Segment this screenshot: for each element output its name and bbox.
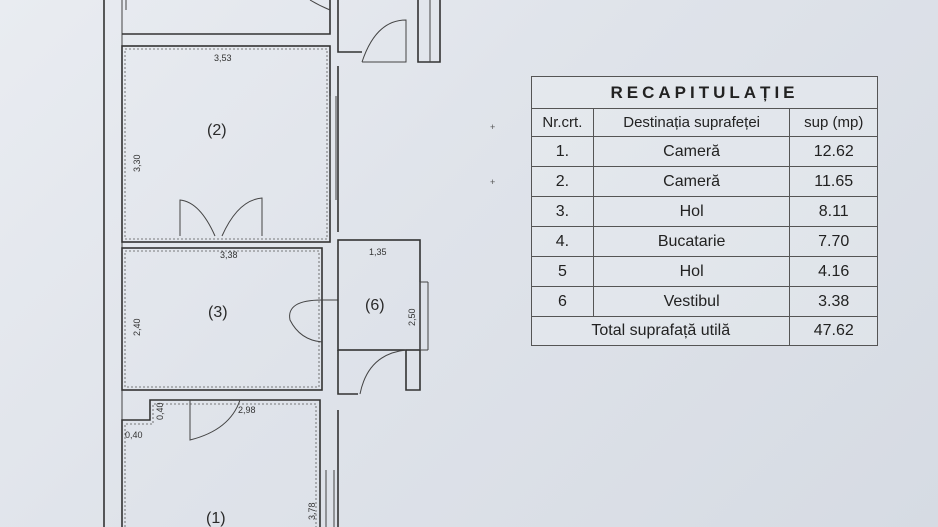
dimension-label: 2,40 xyxy=(132,318,142,336)
row-nr: 5 xyxy=(531,256,594,287)
dimension-label: 3,30 xyxy=(132,154,142,172)
room-label-1: (1) xyxy=(206,510,226,527)
row-destination: Hol xyxy=(592,196,791,227)
dimension-label: 0,40 xyxy=(125,430,143,440)
row-area: 7.70 xyxy=(789,226,878,257)
row-nr: 3. xyxy=(531,196,594,227)
table-row: 2. Cameră 11.65 xyxy=(531,166,878,197)
room-1-inner xyxy=(124,403,317,527)
row-destination: Vestibul xyxy=(592,286,791,317)
top-room-door-arc xyxy=(309,0,331,11)
row-area: 12.62 xyxy=(789,136,878,167)
dimension-label: 3,53 xyxy=(214,53,232,63)
reference-mark: + xyxy=(490,122,495,132)
room-6-jamb xyxy=(405,350,421,391)
room-2-inner xyxy=(124,48,328,240)
row-area: 8.11 xyxy=(789,196,878,227)
total-label: Total suprafață utilă xyxy=(530,316,791,346)
row-nr: 4. xyxy=(531,226,594,257)
dimension-label: 1,35 xyxy=(369,247,387,257)
room-3-door-arc xyxy=(289,299,323,343)
dimension-label: 3,38 xyxy=(220,250,238,260)
header-nr: Nr.crt. xyxy=(531,108,594,137)
dimension-label: 0,40 xyxy=(155,402,165,420)
top-room-wall xyxy=(122,0,331,35)
row-area: 11.65 xyxy=(789,166,878,197)
dimension-label: 2,50 xyxy=(407,308,417,326)
room-3-inner xyxy=(124,250,320,388)
room-6-lower-wall xyxy=(337,350,358,395)
dimension-label: 2,98 xyxy=(238,405,256,415)
row-destination: Bucatarie xyxy=(592,226,791,257)
header-destination: Destinația suprafeței xyxy=(592,108,791,137)
entry-wall xyxy=(337,0,362,53)
room-2-door-right xyxy=(221,197,263,237)
row-nr: 1. xyxy=(531,136,594,167)
recapitulation-table: RECAPITULAȚIE Nr.crt. Destinația suprafe… xyxy=(530,76,878,346)
table-title: RECAPITULAȚIE xyxy=(531,76,878,109)
row-nr: 2. xyxy=(531,166,594,197)
total-value: 47.62 xyxy=(789,316,878,346)
room-label-2: (2) xyxy=(207,122,227,139)
row-destination: Hol xyxy=(592,256,791,287)
entry-door-arc xyxy=(361,19,407,63)
dimension-label: 3,78 xyxy=(307,502,317,520)
row-destination: Cameră xyxy=(592,166,791,197)
reference-mark: + xyxy=(490,177,495,187)
entry-frame xyxy=(417,0,441,63)
table-row: 5 Hol 4.16 xyxy=(531,256,878,287)
row-area: 4.16 xyxy=(789,256,878,287)
table-row: 1. Cameră 12.62 xyxy=(531,136,878,167)
total-row: Total suprafață utilă 47.62 xyxy=(530,316,878,346)
room-2-door-left xyxy=(179,199,216,237)
room-label-6: (6) xyxy=(365,297,385,314)
row-destination: Cameră xyxy=(592,136,791,167)
row-nr: 6 xyxy=(531,286,594,317)
room-3-outline xyxy=(121,247,323,391)
room-6-door-arc xyxy=(359,349,407,395)
table-row: 4. Bucatarie 7.70 xyxy=(531,226,878,257)
room-1-outline xyxy=(121,399,321,527)
row-area: 3.38 xyxy=(789,286,878,317)
room-label-3: (3) xyxy=(208,304,228,321)
header-area: sup (mp) xyxy=(789,108,878,137)
table-row: 6 Vestibul 3.38 xyxy=(531,286,878,317)
room-2-outline xyxy=(121,45,331,243)
table-row: 3. Hol 8.11 xyxy=(531,196,878,227)
room-1-door-arc xyxy=(189,399,241,441)
